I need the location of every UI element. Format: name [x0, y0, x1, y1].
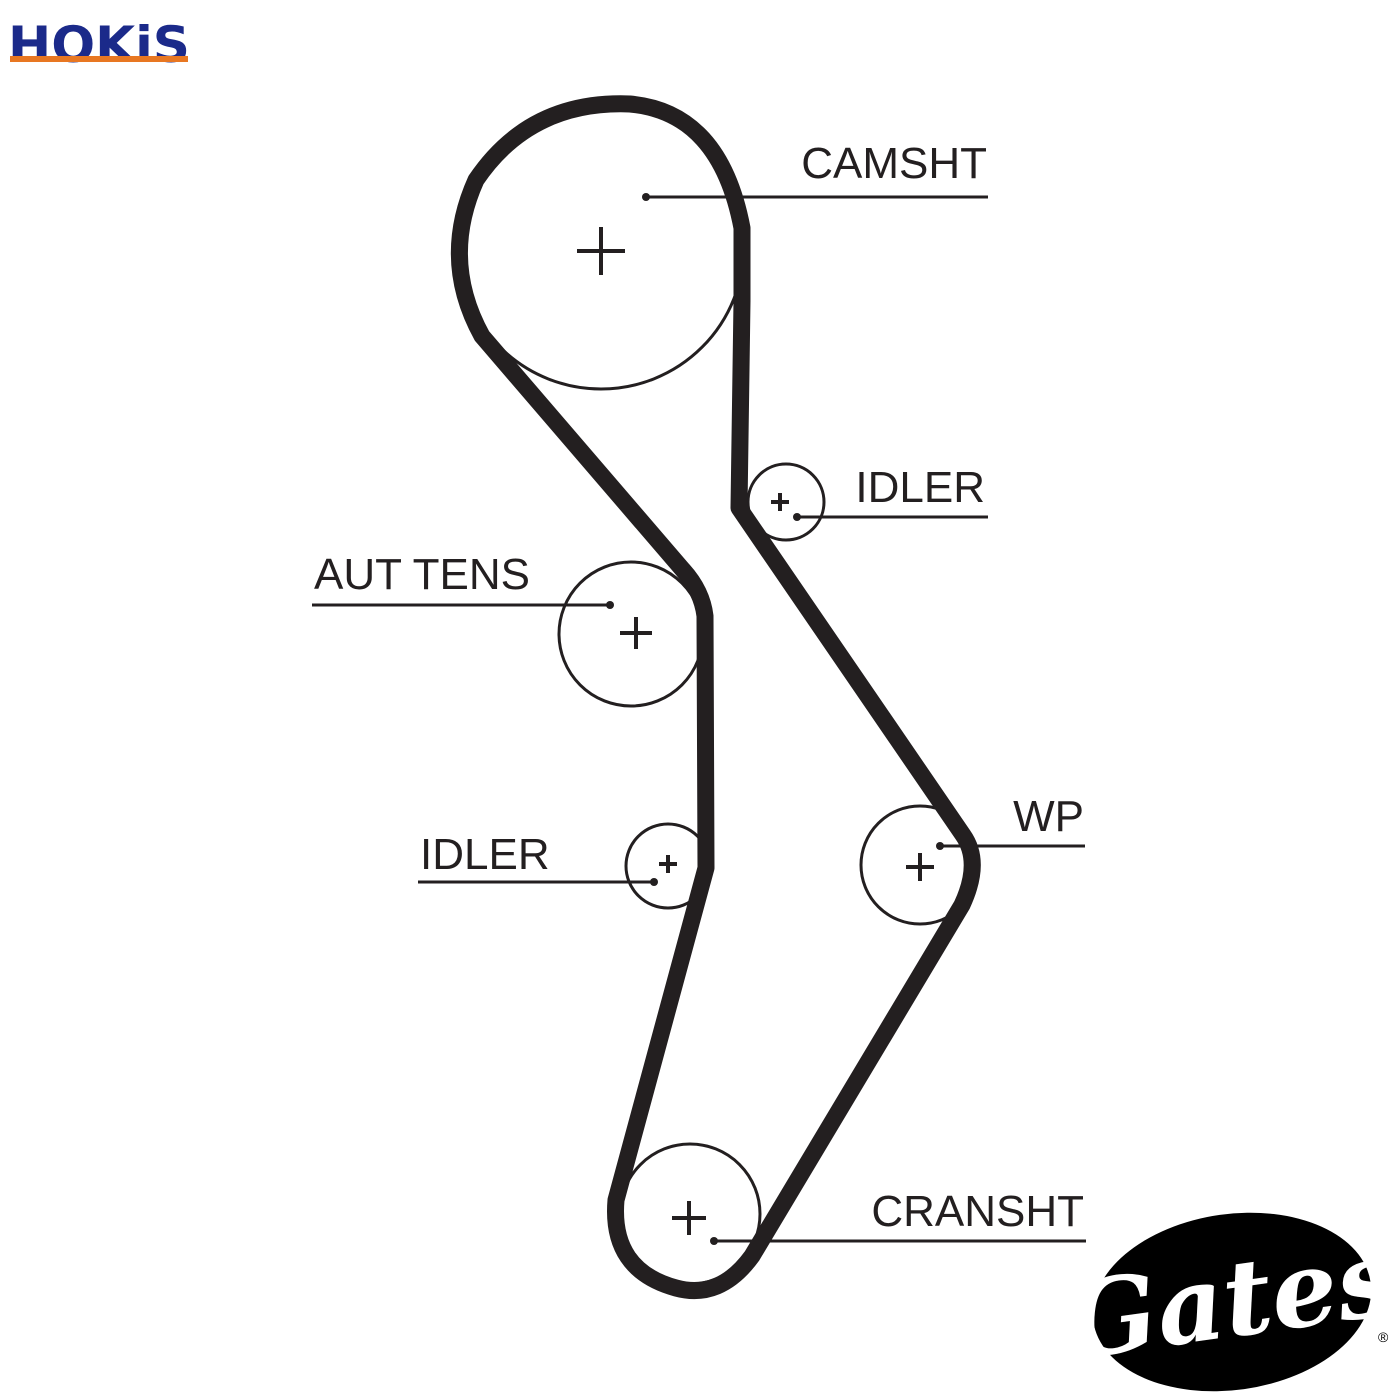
camshaft-label: CAMSHT — [801, 139, 987, 188]
upper-idler-leader — [793, 513, 988, 521]
water-pump-center-mark — [906, 853, 934, 881]
tensioner-leader — [312, 601, 614, 609]
hokis-logo-text: HOKiS — [8, 16, 190, 74]
timing-belt — [450, 95, 981, 1300]
crankshaft-leader — [710, 1237, 1086, 1245]
upper-idler-label: IDLER — [855, 463, 985, 512]
camshaft-center-mark — [577, 227, 625, 275]
hokis-underline — [10, 56, 188, 62]
gates-logo-text: Gates — [1060, 1216, 1400, 1384]
lower-idler-leader — [418, 878, 658, 886]
registered-mark: ® — [1378, 1329, 1389, 1345]
water-pump-leader — [936, 842, 1085, 850]
lower-idler-center-mark — [659, 855, 677, 873]
upper-idler-pulley — [746, 462, 826, 542]
lower-idler-label: IDLER — [420, 830, 550, 879]
camshaft-leader — [642, 193, 988, 201]
tensioner-center-mark — [620, 617, 652, 649]
tensioner-label: AUT TENS — [314, 550, 530, 599]
crankshaft-label: CRANSHT — [871, 1187, 1084, 1236]
water-pump-label: WP — [1013, 792, 1084, 841]
gates-logo: Gates ® — [1060, 1212, 1400, 1392]
hokis-logo: HOKiS — [8, 16, 190, 74]
upper-idler-center-mark — [771, 493, 789, 511]
gates-logo-oval — [1092, 1212, 1372, 1392]
crankshaft-center-mark — [672, 1201, 706, 1235]
